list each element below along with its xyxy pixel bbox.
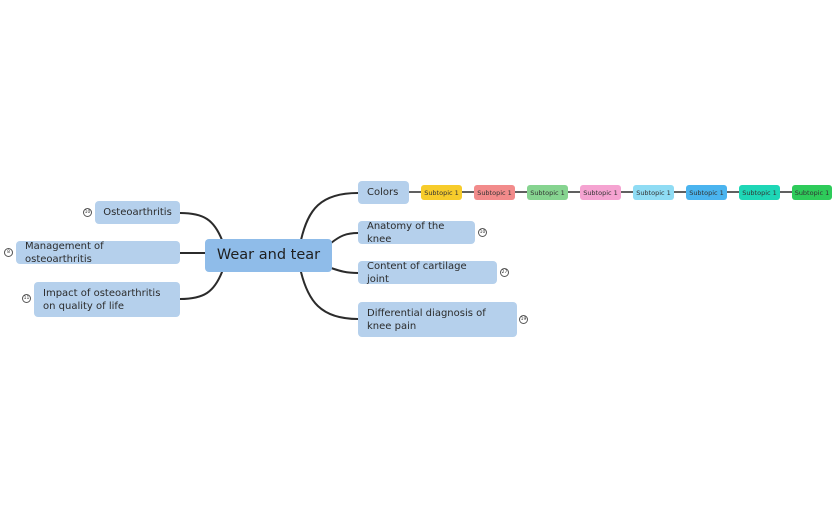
topic-label: Management of osteoarthritis — [25, 240, 104, 265]
topic-anatomy-of-the-knee[interactable]: Anatomy of the knee — [358, 220, 475, 245]
connector-anatomy — [330, 232, 359, 244]
subtopic-pink[interactable]: Subtopic 1 — [580, 185, 621, 200]
topic-label: Content of cartilage joint — [367, 260, 467, 285]
subtopic-label: Subtopic 1 — [477, 188, 512, 197]
central-topic[interactable]: Wear and tear — [205, 239, 332, 272]
topic-label: Differential diagnosis of knee pain — [367, 307, 486, 332]
collapse-badge[interactable]: 19 — [519, 315, 528, 324]
subtopic-yellow[interactable]: Subtopic 1 — [421, 185, 462, 200]
topic-osteoarthritis[interactable]: Osteoarthritis — [95, 201, 180, 224]
collapse-badge[interactable]: 10 — [478, 228, 487, 237]
collapse-badge[interactable]: 11 — [22, 294, 31, 303]
subtopic-label: Subtopic 1 — [424, 188, 459, 197]
topic-impact-of-osteoarthritis[interactable]: Impact of osteoarthritis on quality of l… — [34, 282, 180, 317]
subtopic-label: Subtopic 1 — [742, 188, 777, 197]
topic-content-of-cartilage-joint[interactable]: Content of cartilage joint — [358, 260, 497, 285]
subtopic-blue[interactable]: Subtopic 1 — [686, 185, 727, 200]
subtopic-green-dark[interactable]: Subtopic 1 — [792, 185, 832, 200]
central-topic-label: Wear and tear — [216, 247, 321, 263]
subtopic-green[interactable]: Subtopic 1 — [527, 185, 568, 200]
collapse-badge[interactable]: 10 — [83, 208, 92, 217]
subtopic-label: Subtopic 1 — [636, 188, 671, 197]
collapse-badge[interactable]: 8 — [4, 248, 13, 257]
topic-label: Osteoarthritis — [103, 207, 172, 218]
subtopic-label: Subtopic 1 — [530, 188, 565, 197]
subtopic-light-blue[interactable]: Subtopic 1 — [633, 185, 674, 200]
connector-diagnosis — [300, 271, 359, 320]
subtopic-label: Subtopic 1 — [689, 188, 724, 197]
collapse-badge[interactable]: 27 — [500, 268, 509, 277]
subtopic-teal[interactable]: Subtopic 1 — [739, 185, 780, 200]
topic-management-of-osteoarthritis[interactable]: Management of osteoarthritis — [16, 240, 180, 265]
subtopic-red[interactable]: Subtopic 1 — [474, 185, 515, 200]
topic-colors[interactable]: Colors — [358, 181, 409, 204]
topic-label: Colors — [367, 187, 399, 198]
connector-impact — [179, 271, 223, 300]
subtopic-label: Subtopic 1 — [583, 188, 618, 197]
subtopic-label: Subtopic 1 — [794, 188, 830, 197]
connector-colors — [300, 192, 359, 241]
connector-osteoarthritis — [179, 212, 223, 241]
topic-differential-diagnosis-of-knee-pain[interactable]: Differential diagnosis of knee pain — [358, 302, 517, 337]
topic-label: Impact of osteoarthritis on quality of l… — [43, 287, 161, 312]
connector-cartilage — [330, 267, 359, 274]
topic-label: Anatomy of the knee — [367, 220, 445, 245]
